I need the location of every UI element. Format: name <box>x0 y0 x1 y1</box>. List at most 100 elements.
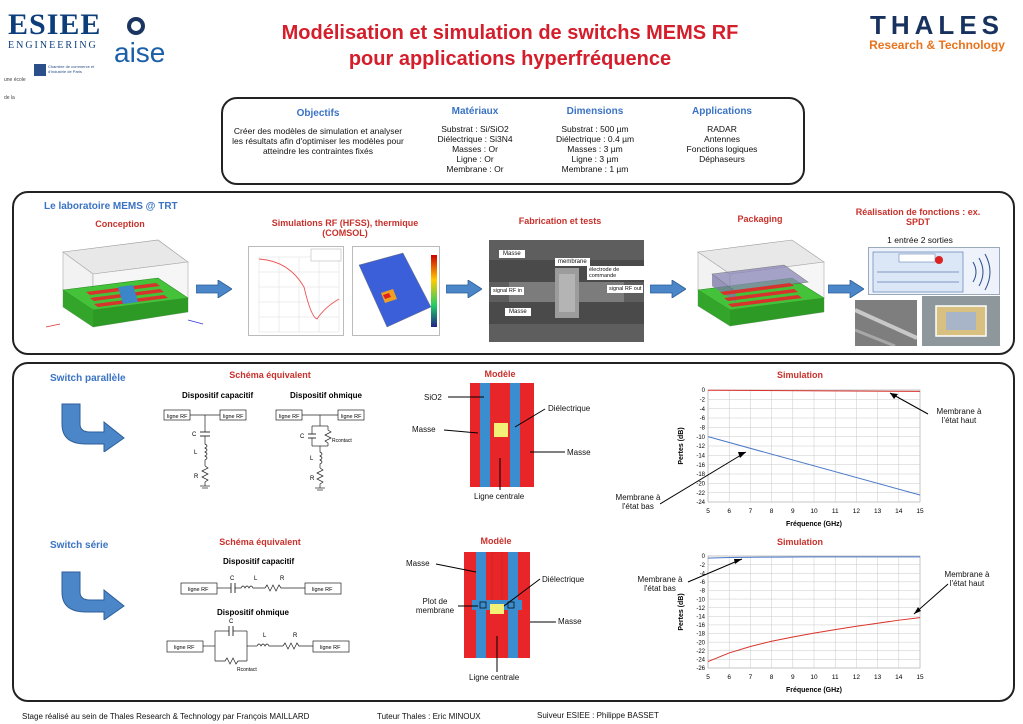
conception-image <box>38 232 208 338</box>
x-axis-label: Fréquence (GHz) <box>786 687 842 694</box>
y-tick-label: -18 <box>696 472 705 478</box>
svg-text:C: C <box>230 576 235 582</box>
realisation-sub: 1 entrée 2 sorties <box>887 235 953 245</box>
x-tick-label: 10 <box>810 508 818 515</box>
x-tick-label: 8 <box>770 508 774 515</box>
x-tick-label: 12 <box>853 508 861 515</box>
serie-ligne-centrale-label: Ligne centrale <box>469 673 520 682</box>
thales-name: THALES <box>870 10 1004 40</box>
realisation-title: Réalisation de fonctions : ex. SPDT <box>855 207 981 227</box>
svg-text:R: R <box>293 633 298 639</box>
parallel-dielectrique-label: Diélectrique <box>548 404 591 413</box>
footer-tuteur: Tuteur Thales : Eric MINOUX <box>377 712 481 721</box>
serie-schema-title: Schéma équivalent <box>219 537 301 547</box>
x-tick-label: 5 <box>706 674 710 681</box>
parallel-ohmique-label: Dispositif ohmique <box>290 391 363 400</box>
series-line <box>707 436 921 496</box>
thales-sub: Research & Technology <box>869 38 1005 52</box>
svg-text:C: C <box>192 432 197 438</box>
x-axis-label: Fréquence (GHz) <box>786 521 842 528</box>
parallel-sio2-label: SiO2 <box>424 393 442 402</box>
parallel-schema-title: Schéma équivalent <box>229 370 311 380</box>
y-tick-label: -10 <box>696 435 705 441</box>
aise-text: aise <box>114 37 165 67</box>
y-axis-label: Pertes (dB) <box>678 427 685 464</box>
materiaux-title: Matériaux <box>451 106 499 117</box>
arrow-right-icon <box>649 279 687 303</box>
arrow-right-icon <box>827 279 865 303</box>
svg-text:ligne RF: ligne RF <box>188 587 209 593</box>
svg-text:C: C <box>229 619 234 625</box>
svg-text:R: R <box>280 576 285 582</box>
serie-annot-haut: Membrane à l'état haut <box>944 570 990 588</box>
y-tick-label: 0 <box>702 554 706 560</box>
simulations-title: Simulations RF (HFSS), thermique (COMSOL… <box>271 218 419 238</box>
y-tick-label: -4 <box>700 571 706 577</box>
x-tick-label: 13 <box>874 508 882 515</box>
esiee-logo: ESIEE ENGINEERING <box>8 8 102 52</box>
svg-text:ligne RF: ligne RF <box>279 414 300 420</box>
x-tick-label: 6 <box>727 674 731 681</box>
serie-annot-arrows <box>687 558 949 615</box>
parallel-annot-bas: Membrane à l'état bas <box>615 493 661 511</box>
serie-ohmique-label: Dispositif ohmique <box>217 608 290 617</box>
y-tick-label: -16 <box>696 463 705 469</box>
dimensions-block: Dimensions Substrat : 500 µm Diélectriqu… <box>540 106 650 174</box>
svg-text:ligne RF: ligne RF <box>223 414 244 420</box>
objectifs-text: Créer des modèles de simulation et analy… <box>232 126 404 156</box>
sem-label-signal-in: signal RF in <box>491 287 525 295</box>
materiaux-list: Substrat : Si/SiO2 Diélectrique : Si3N4 … <box>437 124 513 174</box>
svg-text:Rcontact: Rcontact <box>237 667 257 673</box>
y-tick-label: -18 <box>696 632 705 638</box>
series-line <box>707 617 921 663</box>
spdt-schematic-image <box>868 247 1000 295</box>
sem-label-signal-out: signal RF out <box>607 285 644 293</box>
spdt-sem-image <box>854 300 918 348</box>
y-tick-label: -6 <box>700 416 706 422</box>
sem-label-masse-top: Masse <box>499 250 525 258</box>
svg-text:ligne RF: ligne RF <box>312 587 333 593</box>
x-tick-label: 14 <box>895 674 903 681</box>
sem-label-membrane: membrane <box>555 258 590 266</box>
y-tick-label: -24 <box>696 500 705 506</box>
y-tick-label: -8 <box>700 589 706 595</box>
hfss-plot-image <box>248 246 344 336</box>
cci-logo <box>34 64 46 76</box>
parallel-model-leaders <box>443 396 565 490</box>
x-tick-label: 8 <box>770 674 774 681</box>
serie-model-title: Modèle <box>480 536 512 546</box>
esiee-name: ESIEE <box>8 8 102 41</box>
objectifs-block: Objectifs Créer des modèles de simulatio… <box>228 108 408 156</box>
y-tick-label: -4 <box>700 407 706 413</box>
x-tick-label: 7 <box>749 674 753 681</box>
x-tick-label: 10 <box>810 674 818 681</box>
lab-title: Le laboratoire MEMS @ TRT <box>44 201 178 212</box>
svg-text:L: L <box>263 633 267 639</box>
y-tick-label: -24 <box>696 658 705 664</box>
y-tick-label: -20 <box>696 640 705 646</box>
y-tick-label: -22 <box>696 649 705 655</box>
comsol-thermal-image <box>352 246 440 336</box>
parallel-model-image <box>470 383 534 487</box>
serie-sim-title: Simulation <box>776 537 823 547</box>
y-tick-label: -26 <box>696 666 705 672</box>
svg-text:ligne RF: ligne RF <box>341 414 362 420</box>
parallel-annot-arrows <box>660 392 929 505</box>
x-tick-label: 15 <box>916 674 924 681</box>
x-tick-label: 15 <box>916 508 924 515</box>
parallel-model-title: Modèle <box>484 369 516 379</box>
arrow-right-icon <box>195 279 233 303</box>
y-tick-label: -2 <box>700 563 706 569</box>
y-tick-label: -20 <box>696 482 705 488</box>
thales-logo: THALES Research & Technology <box>862 12 1012 52</box>
serie-model-leaders <box>435 563 556 672</box>
esiee-sub: ENGINEERING <box>8 40 98 51</box>
svg-text:L: L <box>310 456 314 462</box>
series-line <box>707 556 920 559</box>
packaging-image <box>680 230 840 338</box>
footer-stage: Stage réalisé au sein de Thales Research… <box>22 712 310 721</box>
cci-text: Chambre de commerce et d'industrie de Pa… <box>48 64 95 74</box>
x-tick-label: 7 <box>749 508 753 515</box>
serie-title: Switch série <box>50 540 109 551</box>
